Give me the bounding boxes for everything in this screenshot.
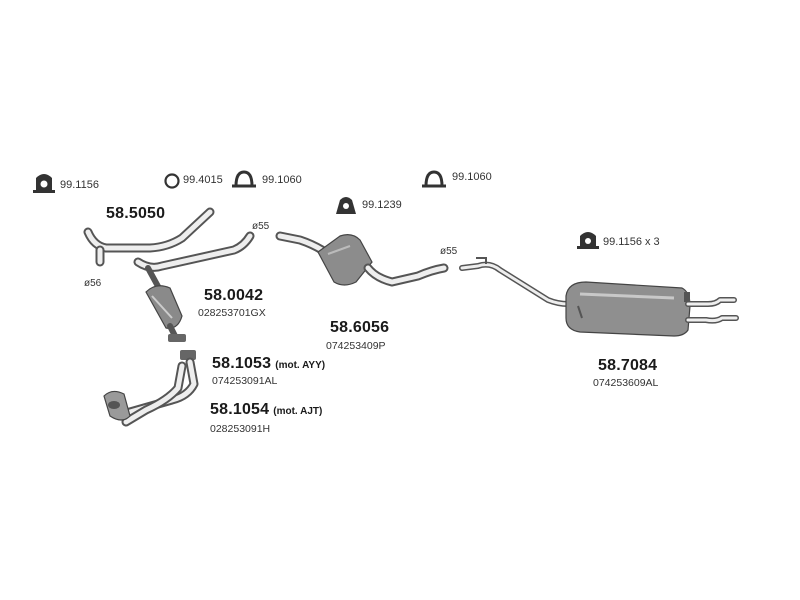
part-number-58-5050[interactable]: 58.5050 bbox=[106, 205, 166, 222]
middle-silencer-58-6056[interactable] bbox=[275, 231, 449, 287]
oem-number: 074253409P bbox=[326, 340, 386, 352]
front-pipe-58-5050[interactable] bbox=[83, 207, 215, 267]
diameter-label: ø55 bbox=[440, 246, 458, 257]
oem-number: 074253609AL bbox=[593, 377, 659, 389]
gasket-ring-icon bbox=[164, 173, 180, 189]
part-number-58-1054: 58.1054 bbox=[210, 401, 270, 418]
part-label-58-1053[interactable]: 58.1053(mot. AYY) bbox=[212, 356, 325, 372]
part-number-58-7084[interactable]: 58.7084 bbox=[598, 357, 658, 374]
hanger-icon bbox=[33, 174, 55, 193]
engine-code: (mot. AJT) bbox=[273, 406, 323, 417]
clamp-icon bbox=[232, 170, 256, 188]
part-number-58-0042[interactable]: 58.0042 bbox=[204, 287, 264, 304]
part-label-58-1054[interactable]: 58.1054(mot. AJT) bbox=[210, 402, 322, 418]
catalytic-converter-58-0042[interactable] bbox=[133, 231, 255, 342]
front-pipe-58-1053-1054[interactable] bbox=[103, 350, 199, 427]
rubber-mount-icon bbox=[336, 197, 356, 214]
diameter-label: ø56 bbox=[84, 278, 102, 289]
diameter-label: ø55 bbox=[252, 221, 270, 232]
engine-code: (mot. AYY) bbox=[275, 360, 326, 371]
hanger-icon bbox=[577, 232, 599, 249]
oem-number: 028253701GX bbox=[198, 307, 266, 319]
part-number-58-6056[interactable]: 58.6056 bbox=[330, 319, 390, 336]
part-number-58-1053: 58.1053 bbox=[212, 355, 272, 372]
oem-number: 028253091H bbox=[210, 423, 271, 435]
accessory-label: 99.1156 bbox=[60, 179, 99, 191]
accessory-label: 99.4015 bbox=[183, 174, 223, 186]
accessory-label: 99.1060 bbox=[262, 174, 302, 186]
accessory-label: 99.1239 bbox=[362, 199, 402, 211]
rear-silencer-58-7084[interactable] bbox=[459, 257, 739, 337]
oem-number: 074253091AL bbox=[212, 375, 278, 387]
accessory-label: 99.1156 x 3 bbox=[603, 236, 660, 248]
accessory-label: 99.1060 bbox=[452, 171, 492, 183]
clamp-icon bbox=[422, 170, 446, 188]
